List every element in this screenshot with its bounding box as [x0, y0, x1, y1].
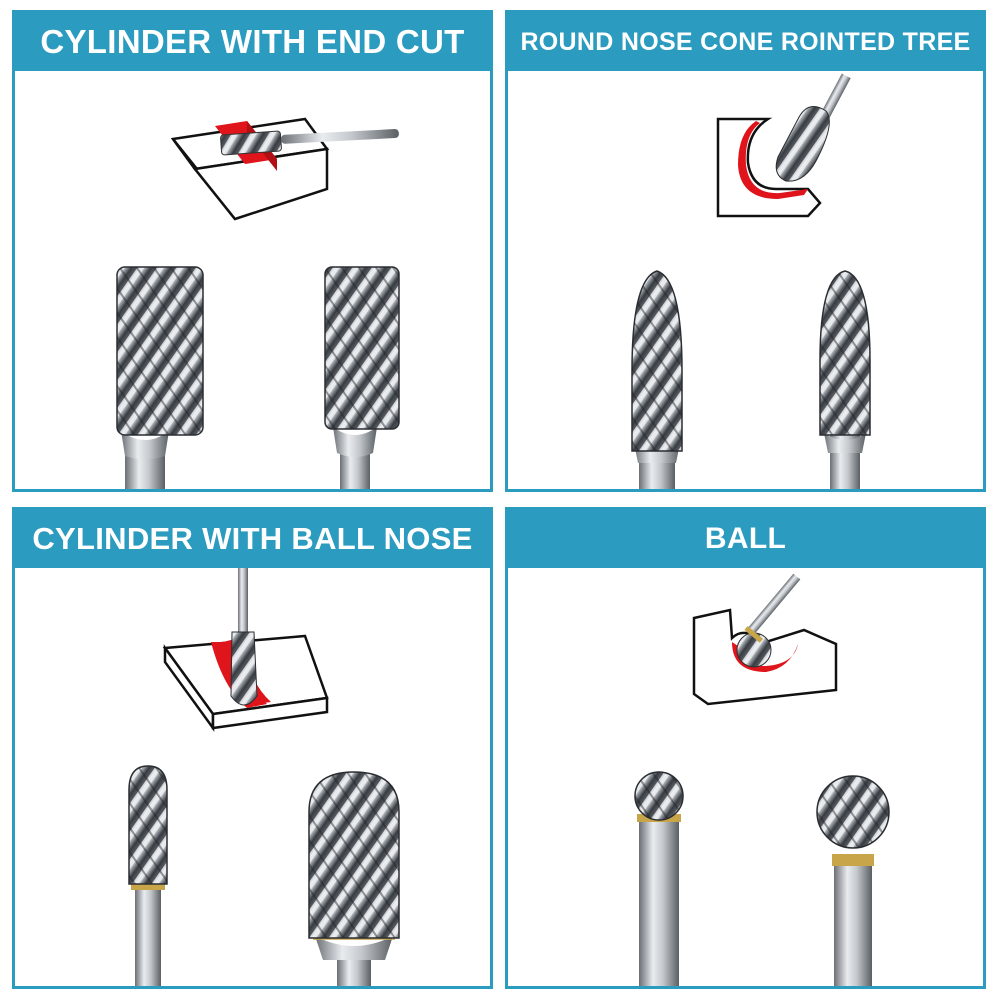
burr-small: [819, 270, 871, 489]
burr-small: [324, 266, 400, 489]
ball-illustration: [634, 573, 890, 986]
panel-cylinder-ball-nose: CYLINDER WITH BALL NOSE: [12, 507, 493, 989]
panel-header: ROUND NOSE CONE ROINTED TREE: [508, 13, 983, 71]
panel-header: BALL: [508, 510, 983, 568]
workpiece-diagram: [170, 117, 399, 221]
panel-title: CYLINDER WITH BALL NOSE: [32, 521, 473, 556]
cylinder-end-cut-illustration: [116, 117, 400, 489]
burr-small: [128, 765, 168, 986]
round-nose-tree-illustration: [631, 73, 871, 489]
workpiece-diagram: [162, 568, 329, 732]
panel-round-nose-cone-tree: ROUND NOSE CONE ROINTED TREE: [505, 10, 986, 492]
panel-title: BALL: [704, 522, 787, 555]
workpiece-diagram: [716, 73, 851, 218]
panel-title: ROUND NOSE CONE ROINTED TREE: [520, 27, 971, 56]
panel-title: CYLINDER WITH END CUT: [40, 23, 465, 60]
burr-large: [631, 270, 683, 489]
burr-large: [308, 771, 400, 986]
panel-header: CYLINDER WITH BALL NOSE: [15, 510, 490, 568]
workpiece-diagram: [692, 573, 838, 706]
burr-small: [634, 771, 684, 986]
panel-header: CYLINDER WITH END CUT: [15, 13, 490, 71]
panel-ball: BALL: [505, 507, 986, 989]
burr-large: [816, 775, 890, 986]
panel-cylinder-end-cut: CYLINDER WITH END CUT: [12, 10, 493, 492]
burr-large: [116, 266, 204, 489]
cylinder-ball-nose-illustration: [128, 568, 400, 986]
